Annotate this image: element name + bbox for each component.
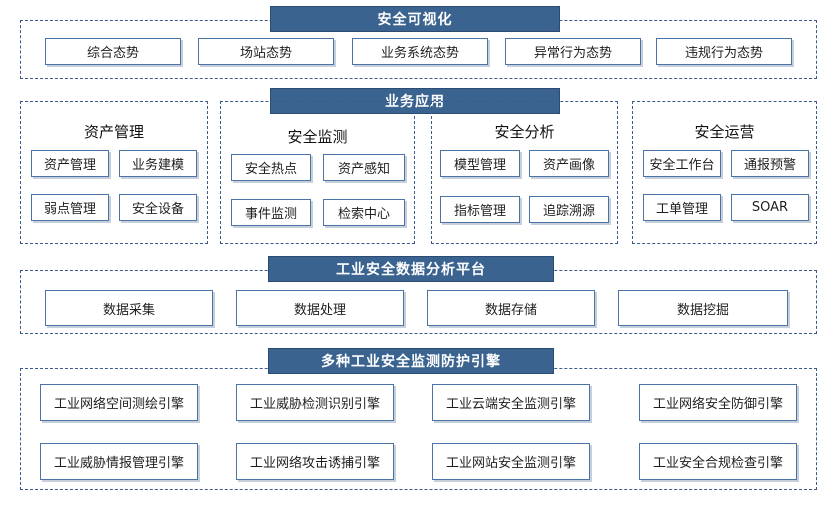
visualization-item-overall[interactable]: 综合态势 — [45, 38, 181, 65]
engine-item-network-defense[interactable]: 工业网络安全防御引擎 — [639, 384, 797, 421]
engine-item-website-monitoring[interactable]: 工业网站安全监测引擎 — [432, 443, 590, 480]
group-security-operations-title: 安全运营 — [694, 123, 755, 141]
analysis-item-trace-source[interactable]: 追踪溯源 — [529, 196, 609, 223]
group-security-analysis — [431, 101, 618, 244]
engine-item-threat-intelligence[interactable]: 工业威胁情报管理引擎 — [40, 443, 198, 480]
operations-item-security-workbench[interactable]: 安全工作台 — [643, 150, 721, 177]
analysis-item-model-management[interactable]: 模型管理 — [440, 150, 520, 177]
monitoring-item-asset-perception[interactable]: 资产感知 — [323, 154, 405, 181]
platform-item-data-processing[interactable]: 数据处理 — [236, 290, 404, 326]
asset-item-weakness-management[interactable]: 弱点管理 — [31, 194, 109, 221]
group-security-monitoring — [220, 101, 415, 244]
group-security-analysis-title: 安全分析 — [494, 123, 555, 141]
engine-item-cloud-monitoring[interactable]: 工业云端安全监测引擎 — [432, 384, 590, 421]
asset-item-asset-management[interactable]: 资产管理 — [31, 150, 109, 177]
operations-item-work-order[interactable]: 工单管理 — [643, 194, 721, 221]
layer-visualization-title: 安全可视化 — [270, 6, 560, 32]
visualization-item-station[interactable]: 场站态势 — [198, 38, 334, 65]
platform-item-data-storage[interactable]: 数据存储 — [427, 290, 595, 326]
group-asset-management-title: 资产管理 — [83, 123, 144, 141]
monitoring-item-event-monitoring[interactable]: 事件监测 — [231, 199, 311, 226]
monitoring-item-security-hotspot[interactable]: 安全热点 — [231, 154, 311, 181]
platform-item-data-mining[interactable]: 数据挖掘 — [618, 290, 788, 326]
analysis-item-asset-profile[interactable]: 资产画像 — [529, 150, 609, 177]
engine-item-threat-detection[interactable]: 工业威胁检测识别引擎 — [236, 384, 394, 421]
analysis-item-indicator-management[interactable]: 指标管理 — [440, 196, 520, 223]
visualization-item-violation-behavior[interactable]: 违规行为态势 — [656, 38, 792, 65]
operations-item-soar[interactable]: SOAR — [731, 194, 809, 221]
asset-item-security-devices[interactable]: 安全设备 — [119, 194, 197, 221]
group-security-operations — [632, 101, 817, 244]
engine-item-attack-trapping[interactable]: 工业网络攻击诱捕引擎 — [236, 443, 394, 480]
layer-engines-title: 多种工业安全监测防护引擎 — [268, 348, 554, 374]
group-asset-management — [20, 101, 208, 244]
visualization-item-business-system[interactable]: 业务系统态势 — [352, 38, 488, 65]
monitoring-item-search-center[interactable]: 检索中心 — [323, 199, 405, 226]
visualization-item-abnormal-behavior[interactable]: 异常行为态势 — [505, 38, 641, 65]
asset-item-business-modeling[interactable]: 业务建模 — [119, 150, 197, 177]
operations-item-alert-notification[interactable]: 通报预警 — [731, 150, 809, 177]
engine-item-compliance-check[interactable]: 工业安全合规检查引擎 — [639, 443, 797, 480]
platform-item-data-collection[interactable]: 数据采集 — [45, 290, 213, 326]
layer-data-platform-title: 工业安全数据分析平台 — [268, 256, 554, 282]
engine-item-cyberspace-mapping[interactable]: 工业网络空间测绘引擎 — [40, 384, 198, 421]
group-security-monitoring-title: 安全监测 — [287, 128, 348, 146]
